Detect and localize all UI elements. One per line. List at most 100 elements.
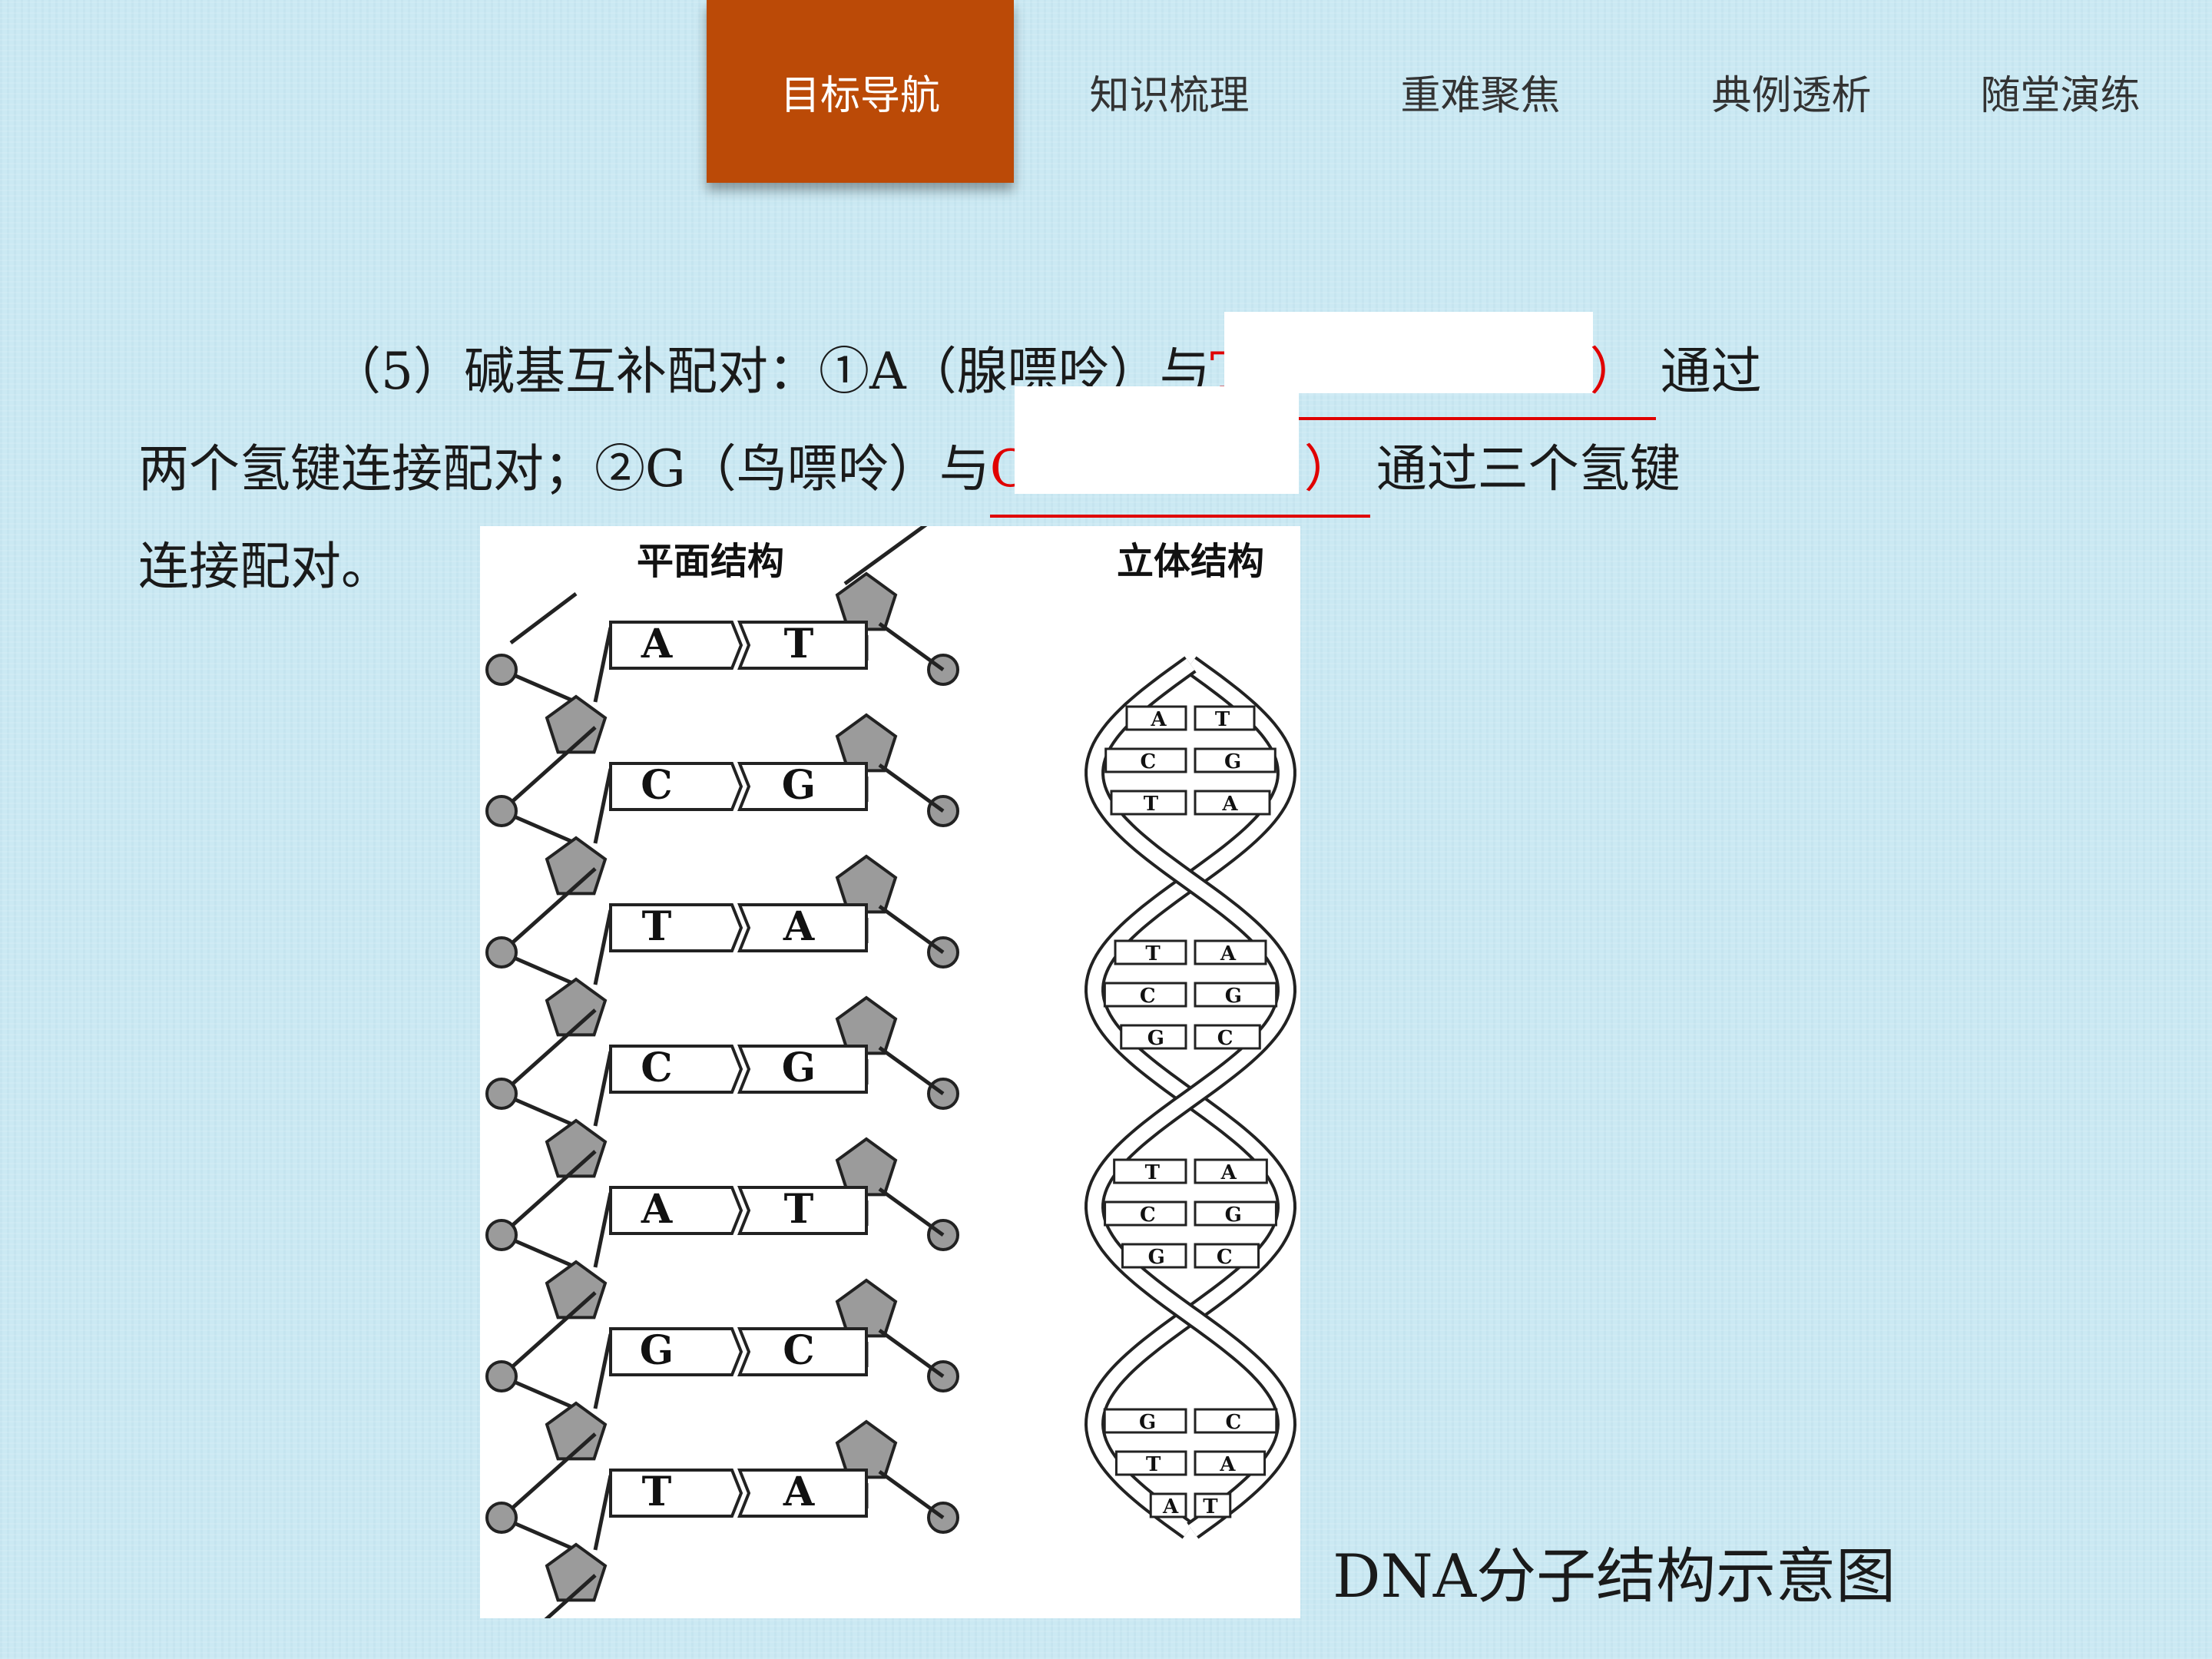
left-phosphate [485, 1078, 518, 1110]
right-backbone-link [878, 621, 945, 672]
helix-left-letter: G [1147, 1027, 1164, 1050]
left-sugar-base-link [593, 1192, 613, 1268]
helix-right-base [1194, 705, 1256, 731]
left-base-box [609, 1327, 743, 1376]
right-base-box [737, 1469, 868, 1518]
helix-left-base [1114, 1450, 1187, 1476]
left-deoxyribose [545, 1260, 608, 1320]
helix-right-base [1194, 939, 1267, 965]
helix-left-letter: A [1150, 708, 1167, 731]
left-backbone-down [500, 1150, 597, 1237]
helix-right-letter: G [1225, 1204, 1242, 1227]
right-backbone-link [878, 1469, 945, 1520]
left-deoxyribose [545, 977, 608, 1037]
answer-1-close-paren: ） [1589, 342, 1641, 401]
left-sugar-base-link [593, 1051, 613, 1127]
left-base-letter: G [640, 1327, 674, 1374]
right-base-box [737, 762, 868, 811]
helix-right-letter: A [1219, 1453, 1236, 1476]
figure-caption: DNA分子结构示意图 [1333, 1542, 1896, 1611]
nav-tab-knowledge[interactable]: 知识梳理 [1089, 72, 1250, 119]
right-backbone-link [878, 1187, 945, 1237]
right-base-letter: T [784, 621, 814, 667]
nav-tab-goal[interactable]: 目标导航 [707, 0, 1014, 183]
left-backbone-down [500, 867, 597, 954]
stereo-structure-title: 立体结构 [1117, 540, 1264, 583]
base-pairing-paragraph: （5）碱基互补配对：①A（腺嘌呤）与T）通过 两个氢键连接配对；②G（鸟嘌呤）与… [138, 312, 2058, 615]
helix-strand-2 [1087, 658, 1294, 1537]
left-sugar-base-link [593, 909, 613, 985]
plane-structure-title: 平面结构 [637, 540, 784, 583]
left-deoxyribose [545, 836, 608, 896]
paragraph-line-3: 连接配对。 [138, 518, 2058, 615]
left-sugar-base-link [593, 768, 613, 844]
line3-text: 连接配对。 [138, 537, 392, 596]
answer-blank-2: C） [989, 386, 1370, 518]
left-base-box [609, 621, 743, 670]
answer-1-cover [1224, 312, 1593, 393]
left-base-letter: A [641, 621, 673, 667]
backbone-top-left [509, 592, 578, 644]
helix-right-base [1194, 790, 1271, 816]
helix-left-base [1110, 790, 1187, 816]
left-deoxyribose [545, 1401, 608, 1461]
line2-suffix: 通过三个氢键 [1376, 439, 1681, 498]
helix-left-letter: G [1148, 1246, 1165, 1269]
left-deoxyribose [545, 1542, 608, 1602]
helix-right-letter: A [1221, 793, 1238, 816]
top-nav: 目标导航 知识梳理 重难聚焦 典例透析 随堂演练 [0, 0, 2212, 184]
left-deoxyribose [545, 694, 608, 754]
helix-right-base [1194, 1243, 1260, 1269]
right-backbone-link [878, 1328, 945, 1379]
helix-left-letter: C [1140, 1204, 1156, 1227]
helix-right-base [1194, 1408, 1278, 1434]
right-base-box [737, 903, 868, 952]
helix-left-base [1113, 1158, 1187, 1184]
helix-right-base [1194, 1158, 1268, 1184]
helix-right-letter: G [1225, 985, 1242, 1008]
helix-left-base [1104, 1200, 1187, 1227]
helix-right-letter: T [1203, 1495, 1218, 1518]
helix-left-base [1149, 1492, 1187, 1518]
helix-left-base [1103, 982, 1187, 1008]
helix-right-base [1194, 1200, 1277, 1227]
left-backbone-down [500, 726, 597, 813]
right-base-box [737, 1045, 868, 1094]
left-base-box [609, 1469, 743, 1518]
helix-right-base [1194, 1492, 1232, 1518]
left-backbone-down [500, 1008, 597, 1095]
helix-left-letter: C [1140, 750, 1156, 773]
left-phosphate [485, 1219, 518, 1251]
nav-tab-examples[interactable]: 典例透析 [1711, 72, 1872, 119]
left-base-box [609, 903, 743, 952]
helix-left-base [1125, 705, 1187, 731]
nav-tab-practice[interactable]: 随堂演练 [1980, 72, 2141, 119]
helix-right-base [1194, 982, 1278, 1008]
backbone-top-right [843, 526, 928, 586]
right-base-box [737, 1186, 868, 1235]
left-base-letter: A [641, 1186, 673, 1233]
left-phosphate [485, 654, 518, 686]
left-backbone-down [544, 1574, 597, 1618]
right-base-letter: T [784, 1186, 814, 1233]
left-sugar-base-link [593, 1333, 613, 1409]
nav-tab-key-points[interactable]: 重难聚焦 [1400, 72, 1561, 119]
right-base-letter: G [782, 762, 816, 809]
